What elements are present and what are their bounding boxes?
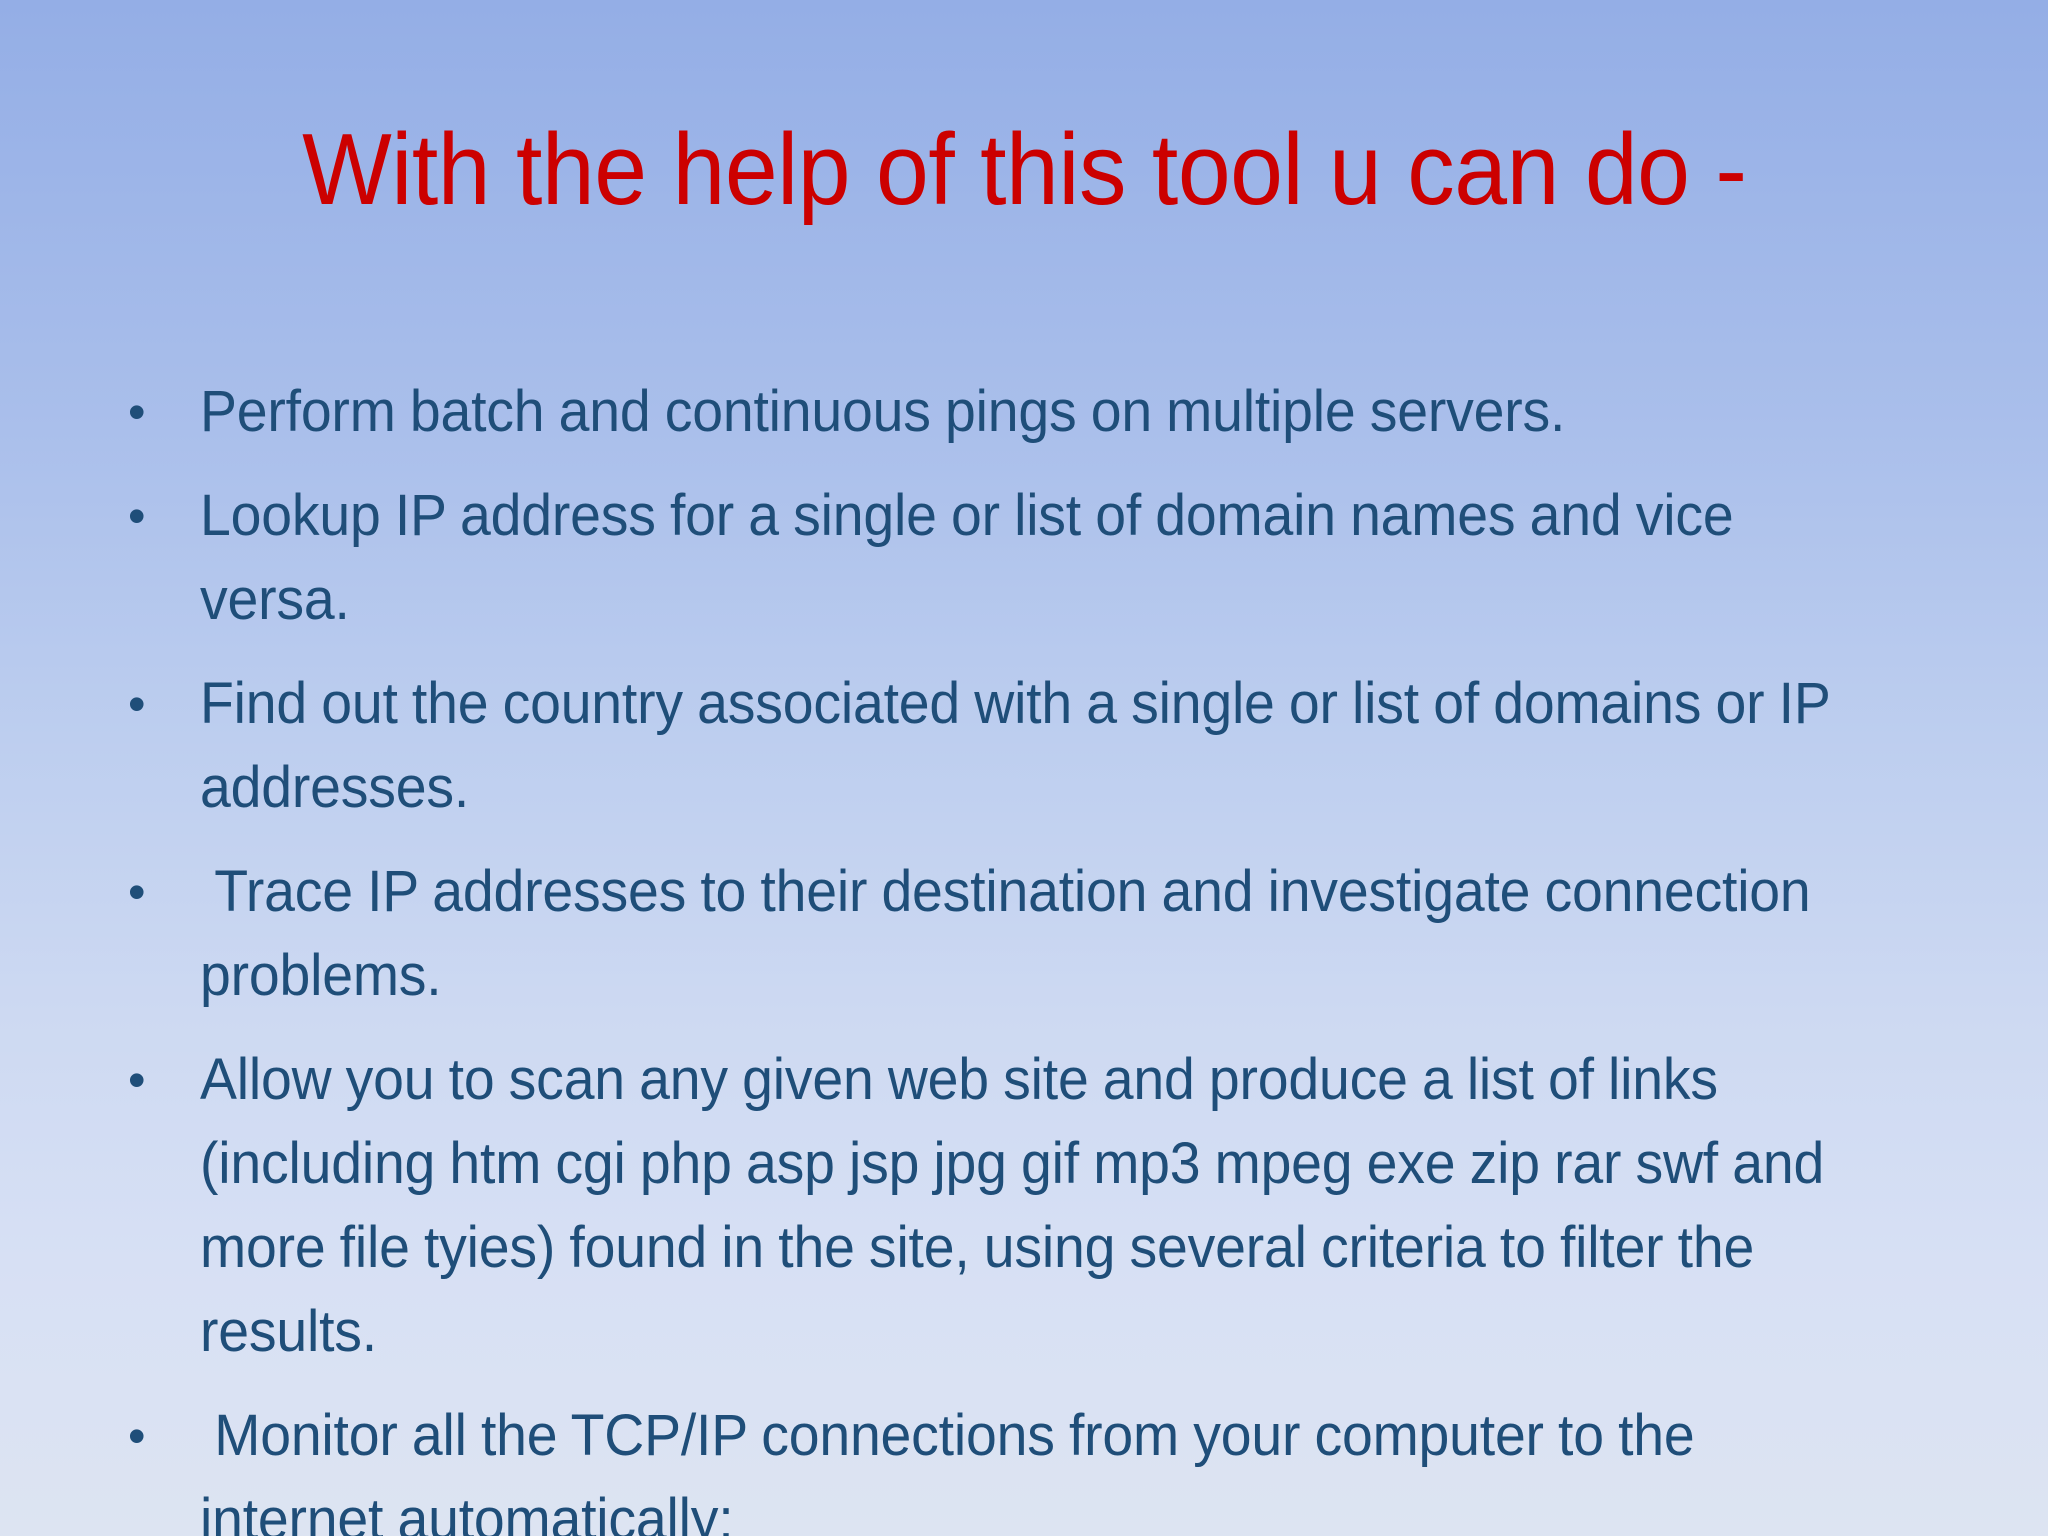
- list-item-text: Lookup IP address for a single or list o…: [200, 483, 1748, 632]
- list-item: • Trace IP addresses to their destinatio…: [0, 850, 2048, 1018]
- list-item-text: Perform batch and continuous pings on mu…: [200, 379, 1566, 444]
- bullet-list: • Perform batch and continuous pings on …: [0, 370, 2048, 1536]
- list-item-text: Trace IP addresses to their destination …: [200, 859, 1825, 1008]
- bullet-point-icon: •: [128, 864, 146, 920]
- list-item: • Allow you to scan any given web site a…: [0, 1038, 2048, 1374]
- list-item: • Find out the country associated with a…: [0, 662, 2048, 830]
- bullet-point-icon: •: [128, 1408, 146, 1464]
- page-title: With the help of this tool u can do -: [301, 113, 1747, 226]
- title-placeholder: With the help of this tool u can do -: [0, 48, 2048, 292]
- bullet-point-icon: •: [128, 488, 146, 544]
- list-item: • Perform batch and continuous pings on …: [0, 370, 2048, 454]
- list-item: • Lookup IP address for a single or list…: [0, 474, 2048, 642]
- list-item: • Monitor all the TCP/IP connections fro…: [0, 1394, 2048, 1536]
- list-item-text: Monitor all the TCP/IP connections from …: [200, 1403, 1709, 1536]
- bullet-point-icon: •: [128, 676, 146, 732]
- bullet-point-icon: •: [128, 1052, 146, 1108]
- list-item-text: Find out the country associated with a s…: [200, 671, 1844, 820]
- list-item-text: Allow you to scan any given web site and…: [200, 1047, 1839, 1364]
- bullet-point-icon: •: [128, 384, 146, 440]
